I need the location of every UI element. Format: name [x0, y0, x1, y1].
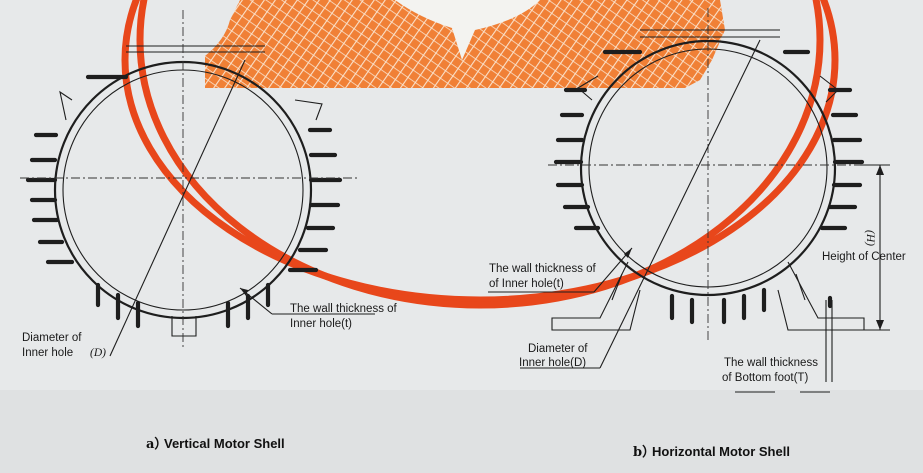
right-height-symbol: (H): [864, 230, 876, 246]
left-diameter-label-line1: Diameter of: [22, 332, 82, 344]
right-caption-index: b）: [633, 444, 655, 460]
right-diameter-label-line2: Inner hole(D): [519, 357, 586, 369]
left-caption-index: a）: [146, 436, 167, 452]
left-wall-label-line1: The wall thickness of: [290, 303, 398, 315]
right-diameter-label-line1: Diameter of: [528, 343, 588, 355]
right-height-label: Height of Center: [822, 251, 906, 263]
left-wall-label-line2: Inner hole(t): [290, 318, 352, 330]
left-diameter-label-line2: Inner hole: [22, 347, 73, 359]
left-diameter-symbol: (D): [90, 347, 106, 359]
right-caption: Horizontal Motor Shell: [652, 444, 790, 459]
vertical-motor-shell: [20, 10, 375, 357]
right-wall-label-line2: of Inner hole(t): [489, 278, 564, 290]
right-foot-label-line2: of Bottom foot(T): [722, 372, 808, 384]
right-wall-label-line1: The wall thickness of: [489, 263, 597, 275]
orange-rings: [121, 0, 839, 309]
right-labels: The wall thickness of of Inner hole(t) D…: [489, 230, 906, 460]
left-labels: Diameter of Inner hole (D) The wall thic…: [22, 303, 398, 452]
paper-shadow: [0, 390, 923, 473]
horizontal-motor-shell: [488, 8, 890, 393]
brand-logo-icon: [205, 0, 725, 88]
left-caption: Vertical Motor Shell: [164, 436, 285, 451]
right-foot-label-line1: The wall thickness: [724, 357, 818, 369]
